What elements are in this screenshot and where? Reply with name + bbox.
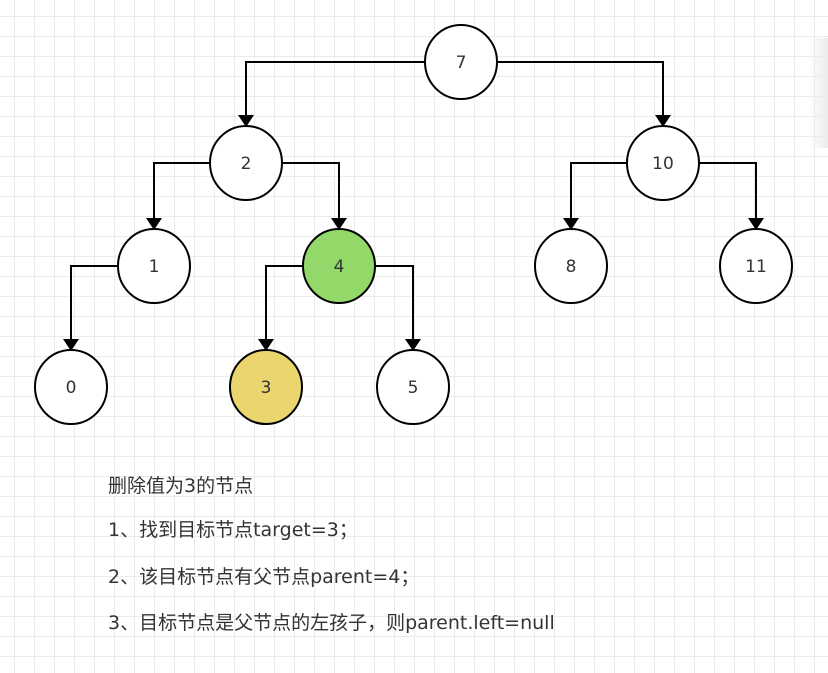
node-label-10: 10 bbox=[652, 154, 674, 174]
note-step-2: 2、该目标节点有父节点parent=4； bbox=[108, 566, 420, 588]
node-label-2: 2 bbox=[241, 154, 252, 174]
node-2: 2 bbox=[209, 125, 283, 201]
node-circle-2 bbox=[209, 125, 283, 201]
tree-edges bbox=[63, 61, 764, 351]
node-circle-5 bbox=[376, 349, 450, 425]
node-label-1: 1 bbox=[149, 257, 160, 277]
note-title: 删除值为3的节点 bbox=[108, 475, 254, 497]
edge-n2-n4 bbox=[282, 162, 347, 230]
node-5: 5 bbox=[376, 349, 450, 425]
node-label-7: 7 bbox=[456, 53, 467, 73]
node-label-3: 3 bbox=[261, 378, 272, 398]
note-step-1: 1、找到目标节点target=3； bbox=[108, 519, 358, 541]
node-label-0: 0 bbox=[66, 378, 77, 398]
node-7: 7 bbox=[424, 24, 498, 100]
edge-n2-n1 bbox=[146, 162, 210, 230]
node-3: 3 bbox=[229, 349, 303, 425]
node-label-8: 8 bbox=[566, 257, 577, 277]
edge-n7-n2 bbox=[238, 61, 425, 127]
node-label-5: 5 bbox=[408, 378, 419, 398]
note-step-3: 3、目标节点是父节点的左孩子，则parent.left=null bbox=[108, 612, 555, 634]
node-1: 1 bbox=[117, 228, 191, 304]
tree-nodes: 7 2 10 1 4 8 11 0 3 5 bbox=[34, 24, 793, 425]
edge-n1-n0 bbox=[63, 265, 118, 351]
node-label-11: 11 bbox=[745, 257, 767, 277]
node-8: 8 bbox=[534, 228, 608, 304]
node-circle-3 bbox=[229, 349, 303, 425]
node-label-4: 4 bbox=[334, 257, 345, 277]
node-circle-8 bbox=[534, 228, 608, 304]
edge-n10-n8 bbox=[563, 162, 627, 230]
node-circle-7 bbox=[424, 24, 498, 100]
node-4: 4 bbox=[302, 228, 376, 304]
edge-n4-n3 bbox=[258, 265, 303, 351]
edge-n7-n10 bbox=[497, 61, 671, 127]
node-circle-11 bbox=[719, 228, 793, 304]
node-circle-10 bbox=[626, 125, 700, 201]
node-circle-4 bbox=[302, 228, 376, 304]
node-0: 0 bbox=[34, 349, 108, 425]
node-circle-0 bbox=[34, 349, 108, 425]
edge-shade bbox=[808, 38, 828, 148]
edge-n4-n5 bbox=[375, 265, 421, 351]
node-11: 11 bbox=[719, 228, 793, 304]
edge-n10-n11 bbox=[699, 162, 764, 230]
node-circle-1 bbox=[117, 228, 191, 304]
node-10: 10 bbox=[626, 125, 700, 201]
